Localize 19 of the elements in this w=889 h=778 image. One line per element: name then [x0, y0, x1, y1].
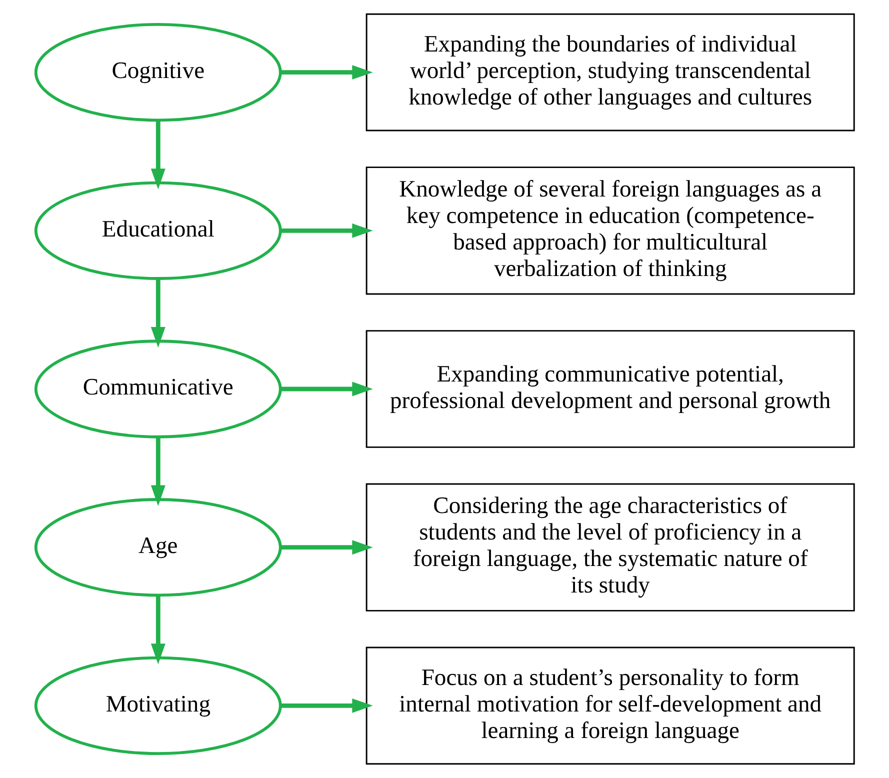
node-ellipse: Educational [34, 181, 282, 280]
arrow [280, 540, 372, 555]
node-box: Expanding communicative potential, professional development and personal growth [365, 330, 854, 448]
node-ellipse: Communicative [34, 340, 282, 438]
arrow [150, 278, 165, 348]
arrow [280, 698, 372, 713]
node-box: Considering the age characteristics of students and the level of proficiency in a foreign language, the systematic nature of its study [365, 483, 854, 612]
arrow [280, 223, 372, 238]
arrow [150, 437, 165, 506]
node-ellipse: Motivating [34, 656, 282, 756]
node-box: Focus on a student’s personality to form internal motivation for self-development and learning a foreign language [365, 646, 854, 765]
node-box: Expanding the boundaries of individual world’ perception, studying transcendental knowledge of other languages and cultures [365, 13, 854, 132]
arrow [150, 595, 165, 664]
node-box: Knowledge of several foreign languages as a key competence in education (competence-based approach) for multicultural verbalization of thinking [365, 166, 854, 295]
node-ellipse: Age [34, 498, 282, 597]
node-ellipse: Cognitive [34, 22, 282, 122]
arrow [280, 382, 372, 396]
arrow [280, 65, 372, 80]
arrow [150, 120, 165, 190]
